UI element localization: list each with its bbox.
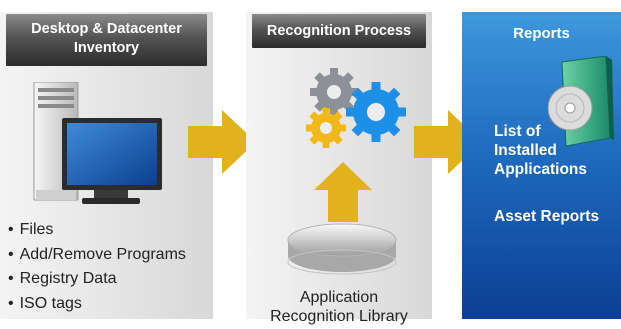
bullet-iso-tags: ISO tags bbox=[8, 292, 186, 317]
bullet-registry-data: Registry Data bbox=[8, 267, 186, 292]
report-item1-line1: List of bbox=[494, 123, 541, 140]
inventory-bullet-list: Files Add/Remove Programs Registry Data … bbox=[8, 218, 186, 316]
library-label-line1: Application bbox=[299, 289, 379, 306]
software-box-icon bbox=[548, 56, 614, 147]
computer-icon bbox=[33, 82, 162, 204]
inventory-header: Desktop & Datacenter Inventory bbox=[6, 14, 207, 66]
report-item1-line2: Installed bbox=[494, 142, 557, 159]
up-arrow-icon bbox=[314, 162, 372, 222]
arrow-icon bbox=[188, 110, 256, 174]
reports-header: Reports bbox=[513, 25, 570, 42]
library-label: Application Recognition Library bbox=[246, 288, 432, 326]
inventory-title-line2: Inventory bbox=[73, 40, 140, 56]
library-disc-icon bbox=[287, 223, 397, 275]
recognition-panel: Recognition Process bbox=[246, 12, 432, 325]
library-label-line2: Recognition Library bbox=[270, 308, 408, 325]
reports-panel: Reports List of Installed Applications A… bbox=[462, 12, 621, 319]
report-installed-apps: List of Installed Applications bbox=[494, 122, 587, 179]
report-item1-line3: Applications bbox=[494, 161, 588, 178]
gears-icon bbox=[306, 68, 406, 148]
recognition-header: Recognition Process bbox=[252, 14, 426, 48]
bullet-files: Files bbox=[8, 218, 186, 243]
inventory-title-line1: Desktop & Datacenter bbox=[31, 21, 182, 37]
bullet-add-remove-programs: Add/Remove Programs bbox=[8, 243, 186, 268]
report-asset-reports: Asset Reports bbox=[494, 208, 600, 225]
inventory-panel: Desktop & Datacenter Inventory Files Add… bbox=[0, 12, 213, 319]
